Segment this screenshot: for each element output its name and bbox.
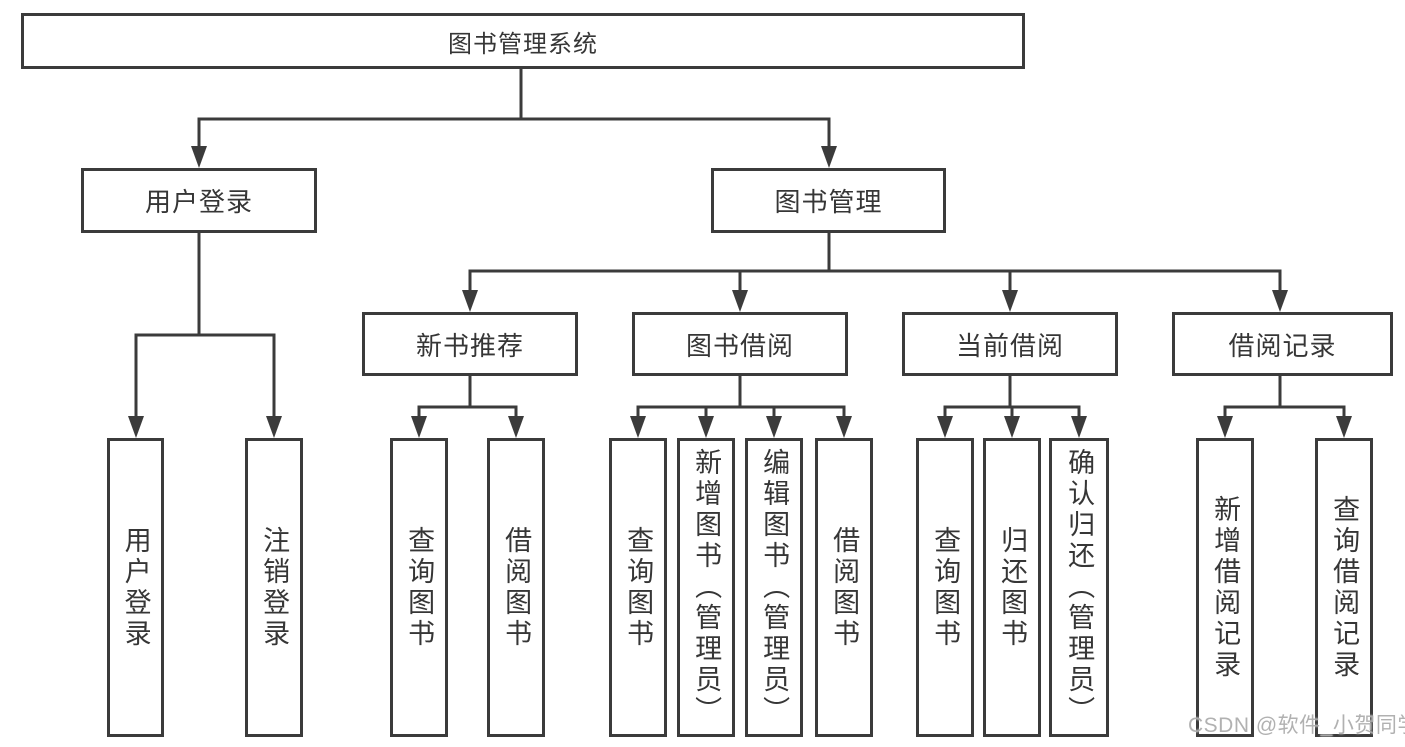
node-current-borrow-label: 当前借阅 (955, 330, 1064, 361)
csdn-watermark: CSDN @软件_小贺同学 (1188, 714, 1405, 737)
node-book-management-label: 图书管理 (774, 187, 883, 217)
node-borrow-record-label: 借阅记录 (1228, 330, 1337, 361)
leaf-bor-edit-book-admin-label: 编辑图书（管理员） (759, 448, 790, 727)
node-root-label: 图书管理系统 (448, 30, 598, 58)
leaf-cur-confirm-return-admin: 确认归还（管理员） (1049, 438, 1109, 737)
leaf-logout-label: 注销登录 (259, 525, 290, 650)
leaf-user-login: 用户登录 (107, 438, 164, 737)
leaf-log-add-record-label: 新增借阅记录 (1210, 494, 1241, 681)
leaf-bor-add-book-admin: 新增图书（管理员） (677, 438, 735, 737)
leaf-cur-return-book: 归还图书 (983, 438, 1041, 737)
leaf-rec-borrow-book-label: 借阅图书 (501, 525, 532, 650)
leaf-rec-borrow-book: 借阅图书 (487, 438, 545, 737)
node-root-system: 图书管理系统 (21, 13, 1025, 69)
node-new-book-recommend: 新书推荐 (362, 312, 578, 376)
node-new-book-recommend-label: 新书推荐 (415, 330, 524, 361)
leaf-log-query-record-label: 查询借阅记录 (1329, 494, 1360, 681)
leaf-bor-borrow-book-label: 借阅图书 (829, 525, 860, 650)
leaf-log-add-record: 新增借阅记录 (1196, 438, 1254, 737)
leaf-bor-edit-book-admin: 编辑图书（管理员） (745, 438, 803, 737)
leaf-bor-query-book: 查询图书 (609, 438, 667, 737)
leaf-user-login-label: 用户登录 (120, 525, 151, 650)
leaf-rec-query-book: 查询图书 (390, 438, 448, 737)
leaf-bor-add-book-admin-label: 新增图书（管理员） (691, 448, 722, 727)
node-book-management: 图书管理 (711, 168, 946, 233)
node-user-login: 用户登录 (81, 168, 317, 233)
leaf-log-query-record: 查询借阅记录 (1315, 438, 1373, 737)
node-user-login-label: 用户登录 (144, 187, 253, 217)
node-book-borrow-label: 图书借阅 (685, 330, 794, 361)
leaf-cur-query-book: 查询图书 (916, 438, 974, 737)
node-current-borrow: 当前借阅 (902, 312, 1118, 376)
leaf-cur-return-book-label: 归还图书 (997, 525, 1028, 650)
leaf-cur-query-book-label: 查询图书 (930, 525, 961, 650)
node-borrow-record: 借阅记录 (1172, 312, 1393, 376)
leaf-cur-confirm-return-admin-label: 确认归还（管理员） (1064, 448, 1095, 727)
leaf-rec-query-book-label: 查询图书 (404, 525, 435, 650)
leaf-bor-borrow-book: 借阅图书 (815, 438, 873, 737)
leaf-logout: 注销登录 (245, 438, 303, 737)
node-book-borrow: 图书借阅 (632, 312, 848, 376)
leaf-bor-query-book-label: 查询图书 (623, 525, 654, 650)
